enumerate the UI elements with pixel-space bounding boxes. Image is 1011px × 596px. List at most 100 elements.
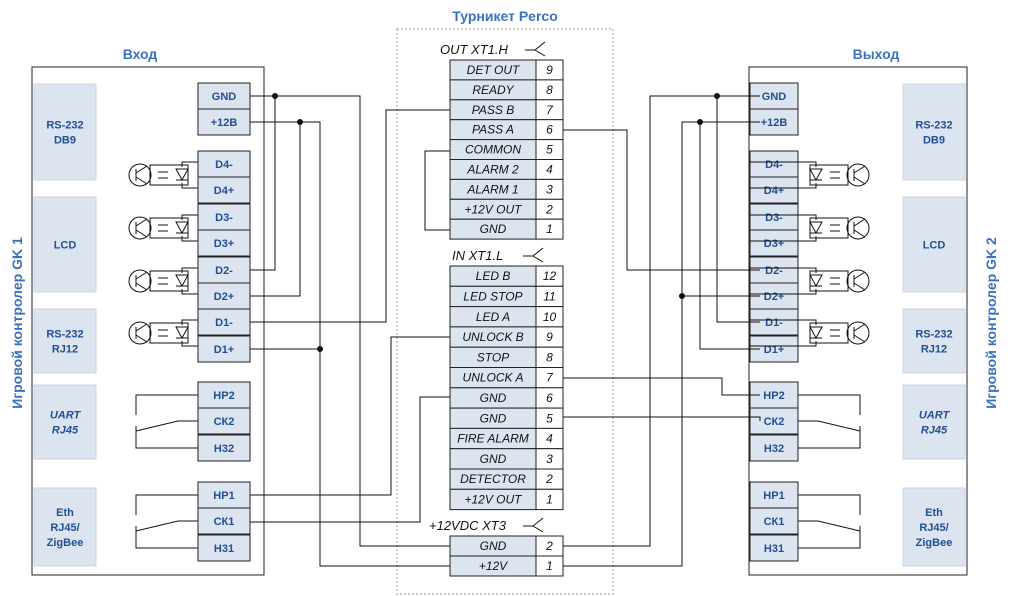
right-module-label: UART [919,410,951,422]
xt1h-pin-label: PASS A [472,123,514,137]
right-terminal-D4- [749,150,799,178]
left-module-label: RJ12 [52,344,78,356]
wire-gk2-gnd-xt3 [563,95,760,547]
wire-gk1-gnd-xt3 [250,95,450,547]
diagram-title: Турникет Perco [452,8,558,24]
right-terminal-label: GND [762,91,787,103]
right-terminal-label: D3- [765,212,783,224]
right-module-label: RJ45/ [919,522,948,534]
xt1l-pin-number: 1 [546,492,553,506]
left-terminal-block: GND+12ВD4-D4+D3-D3+D2-D2+D1-D1+НР2СК2Н32… [197,82,251,562]
xt1h-pin-label: READY [472,83,514,97]
right-module-label: RJ12 [921,344,947,356]
optocoupler-icon [750,319,870,347]
xt1l-pin-label: GND [480,391,507,405]
xt1h-pin-label: DET OUT [467,63,521,77]
xt1l-header-label: IN XT1.L [452,248,503,263]
xt1l-pin-number: 3 [546,452,553,466]
optocoupler-icon [128,267,198,295]
xt1l-pin-label: GND [480,411,507,425]
left-module-label: RJ45 [52,425,79,437]
left-terminal-label: +12В [211,117,238,129]
left-terminal-label: D1+ [214,344,235,356]
left-terminal-label: D4+ [214,185,235,197]
right-terminal-label: Н31 [764,543,784,555]
xt1h-pin-number: 8 [546,83,553,97]
left-optocouplers [128,161,198,347]
optocoupler-icon [128,319,198,347]
wire-gk1-12v-d2plus [250,122,301,297]
wire-gk2-d2minus-passa [563,129,760,271]
xt1h-pin-label: GND [480,222,507,236]
left-module-2 [33,196,97,293]
right-terminal-label: D1+ [764,344,785,356]
right-terminal-label: Н32 [764,443,784,455]
xt1h-pin-number: 9 [546,63,553,77]
left-modules: RS-232DB9LCDRS-232RJ12UARTRJ45EthRJ45/Zi… [33,83,97,567]
left-terminal-СК2 [197,407,251,435]
right-terminal-label: СК1 [764,516,785,528]
left-terminal-label: D2- [215,265,233,277]
xt1l-pin-number: 12 [543,269,557,283]
junction-dot [317,346,323,352]
left-terminal-label: НР2 [213,390,234,402]
right-module-label: RS-232 [915,329,952,341]
right-module-label: LCD [923,240,946,252]
right-terminal-СК1 [749,507,799,535]
right-terminal-D4+ [749,176,799,204]
optocoupler-icon [128,161,198,189]
xt1l-pin-number: 9 [546,330,553,344]
xt1h-pin-number: 2 [545,202,553,216]
right-module-label: Eth [925,507,943,519]
left-terminal-D3+ [197,229,251,257]
xt3-pin-label: +12V [479,559,508,573]
xt3-pin-label: GND [480,539,507,553]
right-terminal-label: НР2 [763,390,784,402]
xt1l-pin-label: UNLOCK B [462,330,523,344]
right-terminal-label: СК2 [764,416,785,428]
left-module-label: UART [50,410,82,422]
junction-dot [272,93,278,99]
xt1h-pin-number: 4 [546,162,553,176]
wire-gk1-gnd-d2minus [250,96,276,271]
right-terminal-label: D4- [765,159,783,171]
right-terminal-label: D4+ [764,185,785,197]
right-module-2 [902,196,966,293]
xt1l-pin-number: 8 [546,350,553,364]
xt1l-pin-label: STOP [477,350,509,364]
xt1l-pin-label: LED B [476,269,511,283]
left-terminal-D2+ [197,282,251,310]
xt1h-pin-label: ALARM 2 [466,162,519,176]
right-terminal-label: D2- [765,265,783,277]
right-side-label: Игровой контролер GK 2 [983,237,999,409]
left-module-label: RS-232 [46,329,83,341]
left-module-3 [33,308,97,374]
relay-contacts [135,394,861,549]
left-module-5 [33,487,97,567]
relay-contact-icon [798,394,861,449]
xt1h-pin-label: +12V OUT [464,202,523,216]
right-terminal-Н31 [749,534,799,562]
junction-dot [297,119,303,125]
relay-contact-icon [135,494,198,549]
left-terminal-label: НР1 [213,490,234,502]
left-module-1 [33,83,97,181]
right-terminal-D3+ [749,229,799,257]
left-module-label: RJ45/ [50,522,79,534]
right-module-label: RS-232 [915,120,952,132]
left-module-4 [33,384,97,460]
left-terminal-НР1 [197,481,251,509]
right-terminal-label: +12В [761,117,788,129]
xt1l-pin-number: 7 [546,371,554,385]
xt3-header-label: +12VDC XT3 [429,518,507,533]
left-terminal-D3- [197,203,251,231]
xt1h-pin-number: 5 [546,143,553,157]
xt1l-pin-number: 11 [543,289,555,303]
xt1h-pin-label: PASS B [472,103,514,117]
left-terminal-Н32 [197,434,251,462]
xt1l-pin-number: 4 [546,432,553,446]
xt1h-header-label: OUT XT1.H [440,42,509,57]
xt1h-pin-label: COMMON [465,143,521,157]
right-module-1 [902,83,966,181]
